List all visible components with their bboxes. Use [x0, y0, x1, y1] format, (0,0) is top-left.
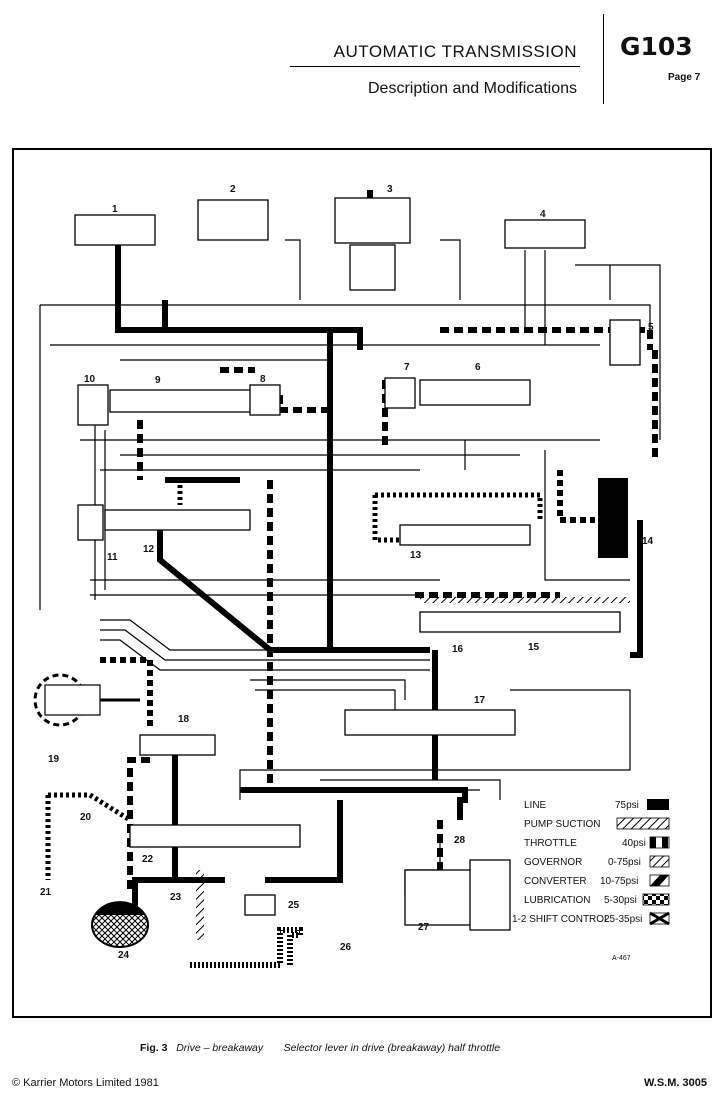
legend-swatch-governor [649, 855, 670, 868]
figure-caption: Fig. 3 Drive – breakaway Selector lever … [140, 1042, 500, 1054]
legend-swatch-throttle [649, 836, 670, 849]
figure-number: Fig. 3 [140, 1042, 168, 1054]
legend-value-shift-control: 25-35psi [604, 914, 642, 925]
callout-6: 6 [475, 362, 481, 373]
callout-4: 4 [540, 209, 546, 220]
legend-label-governor: GOVERNOR [524, 857, 582, 868]
shift-control-block [598, 478, 628, 558]
callout-26: 26 [340, 942, 352, 953]
diagram-frame [12, 148, 712, 1018]
callout-13: 13 [410, 550, 422, 561]
copyright: © Karrier Motors Limited 1981 [12, 1077, 159, 1089]
page-number: Page 7 [668, 72, 701, 83]
callout-9: 9 [155, 375, 161, 386]
legend-label-throttle: THROTTLE [524, 838, 577, 849]
legend-label-lubrication: LUBRICATION [524, 895, 591, 906]
section-subtitle: Description and Modifications [368, 80, 577, 97]
legend-swatch-line [647, 799, 669, 810]
legend-value-line: 75psi [615, 800, 639, 811]
callout-27: 27 [418, 922, 430, 933]
callout-22: 22 [142, 854, 154, 865]
callout-10: 10 [84, 374, 96, 385]
callout-2: 2 [230, 184, 236, 195]
legend-label-line: LINE [524, 800, 547, 811]
callout-12: 12 [143, 544, 155, 555]
hydraulic-circuit-diagram: 1 2 3 4 5 6 7 8 9 10 11 12 13 14 15 16 1… [33, 184, 670, 968]
callout-24: 24 [118, 950, 130, 961]
callout-28: 28 [454, 835, 466, 846]
section-title: AUTOMATIC TRANSMISSION [333, 42, 577, 61]
callout-3: 3 [387, 184, 393, 195]
line-pressure-passages [115, 190, 643, 910]
throttle-pressure-passages [127, 327, 658, 890]
lubrication-passages [45, 485, 543, 880]
callout-21: 21 [40, 887, 52, 898]
callout-16: 16 [452, 644, 464, 655]
manual-reference: W.S.M. 3005 [644, 1077, 707, 1089]
callout-23: 23 [170, 892, 182, 903]
legend-label-shift-control: 1-2 SHIFT CONTROL [512, 914, 610, 925]
callout-17: 17 [474, 695, 486, 706]
figure-mode: Drive – breakaway [176, 1042, 264, 1054]
legend-value-converter: 10-75psi [600, 876, 638, 887]
callout-20: 20 [80, 812, 92, 823]
callout-7: 7 [404, 362, 410, 373]
legend-swatch-shift-control [649, 911, 670, 926]
governor-assembly [33, 673, 140, 727]
legend-swatch-pump-suction [616, 817, 670, 830]
page-code: G103 [620, 32, 693, 61]
callout-15: 15 [528, 642, 540, 653]
callout-5: 5 [648, 322, 654, 333]
callout-18: 18 [178, 714, 190, 725]
valve-bodies [74, 197, 641, 931]
figure-description: Selector lever in drive (breakaway) half… [283, 1042, 501, 1054]
pressure-legend: LINE 75psi PUMP SUCTION THROTTLE 40psi G… [512, 799, 670, 962]
legend-value-lubrication: 5-30psi [604, 895, 637, 906]
header-divider [603, 14, 604, 104]
callout-14: 14 [642, 536, 654, 547]
callout-19: 19 [48, 754, 60, 765]
legend-label-converter: CONVERTER [524, 876, 587, 887]
oil-strainer-top [94, 901, 146, 915]
callout-1: 1 [112, 204, 118, 215]
callout-numbers: 1 2 3 4 5 6 7 8 9 10 11 12 13 14 15 16 1… [40, 184, 654, 961]
legend-swatch-converter [649, 874, 670, 887]
legend-swatch-lubrication [642, 893, 670, 906]
drawing-reference: A-467 [612, 955, 631, 962]
callout-25: 25 [288, 900, 300, 911]
converter-passages [100, 470, 595, 730]
legend-value-throttle: 40psi [622, 838, 646, 849]
header-rule [290, 66, 580, 67]
legend-label-pump-suction: PUMP SUCTION [524, 819, 601, 830]
outline-passages [39, 239, 661, 895]
callout-8: 8 [260, 374, 266, 385]
suction-passages [190, 597, 630, 968]
callout-11: 11 [107, 552, 118, 563]
legend-value-governor: 0-75psi [608, 857, 641, 868]
